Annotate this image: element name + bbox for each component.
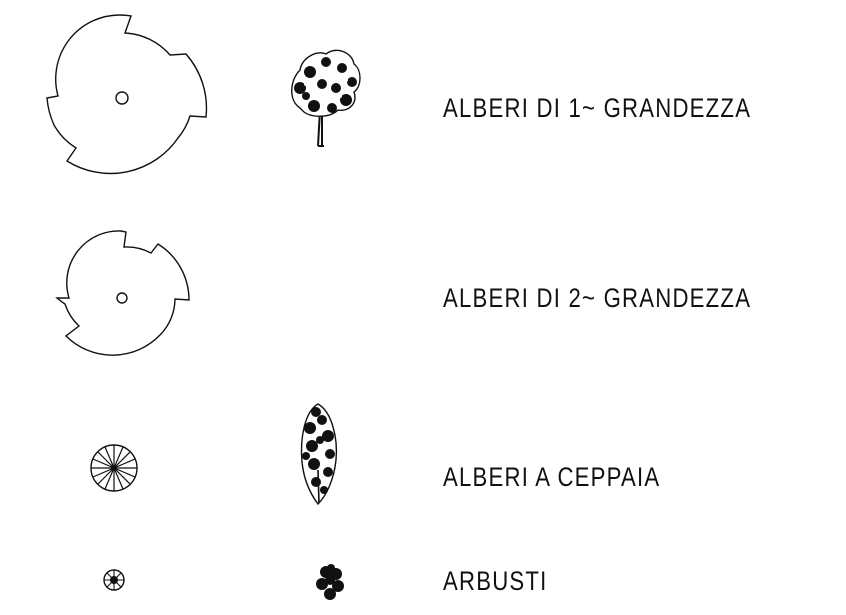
legend-label-shrubs: ARBUSTI <box>443 566 548 596</box>
medium-tree-canopy-icon <box>55 230 190 356</box>
columnar-tree-icon <box>300 403 338 506</box>
legend-label-first-size-trees: ALBERI DI 1~ GRANDEZZA <box>443 93 752 123</box>
legend-label-second-size-trees: ALBERI DI 2~ GRANDEZZA <box>443 283 752 313</box>
shrub-small-circle-icon <box>103 569 125 591</box>
shrub-clump-icon <box>316 564 344 600</box>
coppice-spoked-circle-icon <box>90 444 138 492</box>
large-tree-canopy-icon <box>46 14 208 175</box>
broadleaf-tree-icon <box>291 49 361 147</box>
legend-label-coppice-trees: ALBERI A CEPPAIA <box>443 462 661 492</box>
